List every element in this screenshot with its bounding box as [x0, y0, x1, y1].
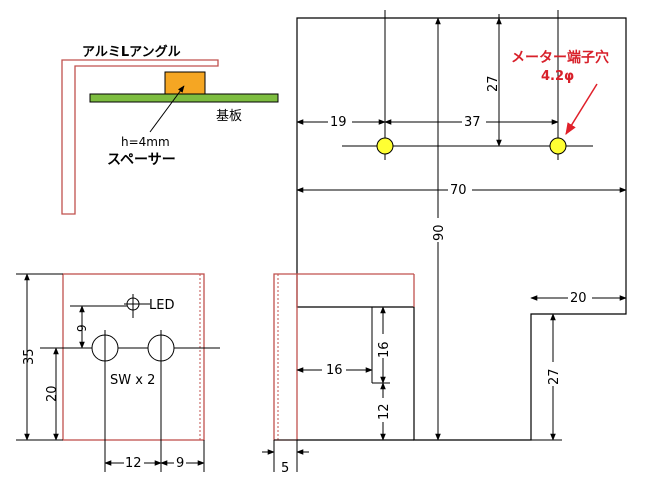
dim-16-horizontal: 16 [326, 363, 343, 378]
dim-37: 37 [464, 115, 481, 130]
bracket-side-tab [273, 273, 298, 441]
dim-9-horizontal: 9 [176, 456, 184, 471]
dim-16-vertical: 16 [377, 341, 392, 358]
main-panel: 27 19 37 70 90 20 27 16 1 [262, 10, 627, 476]
dim-9-vertical: 9 [75, 324, 89, 332]
dim-27-top: 27 [486, 75, 501, 92]
dim-27-bottom: 27 [547, 368, 562, 385]
switch-label: SW x 2 [110, 373, 155, 388]
dim-5: 5 [281, 461, 289, 476]
side-view: アルミLアングル 基板 h=4mm スペーサー [61, 44, 279, 215]
height-label: h=4mm [121, 135, 170, 149]
meter-terminal-label: メーター端子穴 [511, 49, 609, 66]
front-small-view: LED SW x 2 35 20 9 12 9 [16, 273, 220, 472]
dim-35: 35 [22, 348, 37, 365]
board-label: 基板 [216, 109, 242, 124]
led-label: LED [149, 298, 174, 313]
dim-12-panel: 12 [377, 403, 392, 420]
spacer [164, 71, 206, 95]
meter-terminal-hole-left [376, 137, 394, 155]
dim-20-small: 20 [45, 385, 60, 402]
hole-size-label: 4.2φ [541, 69, 574, 84]
panel-outline [296, 17, 627, 441]
meter-leader-arrow [565, 83, 598, 136]
angle-label: アルミLアングル [82, 44, 181, 60]
aluminum-l-angle [61, 59, 219, 215]
dim-70: 70 [450, 183, 467, 198]
small-bracket-outline [62, 273, 205, 441]
circuit-board [89, 93, 279, 103]
spacer-leader-line [149, 85, 185, 133]
meter-terminal-hole-right [549, 137, 567, 155]
dim-90: 90 [432, 224, 447, 241]
dim-12-small: 12 [125, 456, 142, 471]
spacer-label: スペーサー [107, 152, 176, 168]
dim-20-panel: 20 [570, 291, 587, 306]
dim-19: 19 [330, 115, 347, 130]
